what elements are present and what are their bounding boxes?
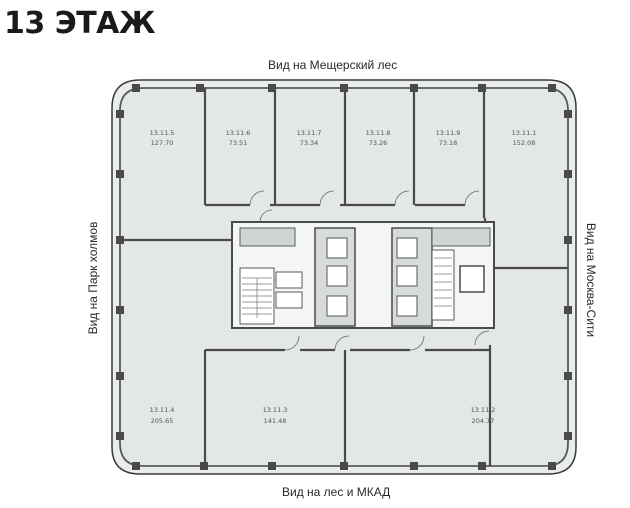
floor-title: 13 ЭТАЖ (4, 6, 156, 41)
unit-13-11-6[interactable]: 13.11.6 73.51 (226, 129, 251, 147)
doors (249, 190, 490, 351)
svg-text:141.48: 141.48 (264, 417, 287, 425)
partition-walls (120, 88, 568, 466)
svg-text:204.77: 204.77 (472, 417, 495, 425)
view-label-top: Вид на Мещерский лес (268, 58, 398, 72)
svg-text:73.18: 73.18 (439, 139, 458, 147)
svg-text:73.51: 73.51 (229, 139, 248, 147)
unit-13-11-4[interactable]: 13.11.4 205.65 (150, 406, 175, 425)
svg-text:13.11.5: 13.11.5 (150, 129, 175, 137)
unit-13-11-5[interactable]: 13.11.5 127.70 (150, 129, 175, 147)
svg-text:13.11.6: 13.11.6 (226, 129, 251, 137)
svg-text:73.26: 73.26 (369, 139, 388, 147)
unit-13-11-8[interactable]: 13.11.8 73.26 (366, 129, 391, 147)
svg-text:205.65: 205.65 (151, 417, 174, 425)
central-core (231, 221, 495, 329)
svg-text:73.34: 73.34 (300, 139, 319, 147)
unit-13-11-7[interactable]: 13.11.7 73.34 (297, 129, 322, 147)
svg-text:127.70: 127.70 (151, 139, 174, 147)
unit-13-11-2[interactable]: 13.11.2 204.77 (471, 406, 496, 425)
svg-text:13.11.4: 13.11.4 (150, 406, 175, 414)
svg-text:13.11.3: 13.11.3 (263, 406, 288, 414)
svg-text:13.11.8: 13.11.8 (366, 129, 391, 137)
svg-text:13.11.7: 13.11.7 (297, 129, 322, 137)
unit-13-11-1[interactable]: 13.11.1 152.08 (512, 129, 537, 147)
svg-text:152.08: 152.08 (513, 139, 536, 147)
svg-text:13.11.1: 13.11.1 (512, 129, 537, 137)
unit-13-11-9[interactable]: 13.11.9 73.18 (436, 129, 461, 147)
unit-13-11-3[interactable]: 13.11.3 141.48 (263, 406, 288, 425)
svg-text:13.11.2: 13.11.2 (471, 406, 496, 414)
svg-text:13.11.9: 13.11.9 (436, 129, 461, 137)
view-label-bottom: Вид на лес и МКАД (282, 485, 391, 499)
